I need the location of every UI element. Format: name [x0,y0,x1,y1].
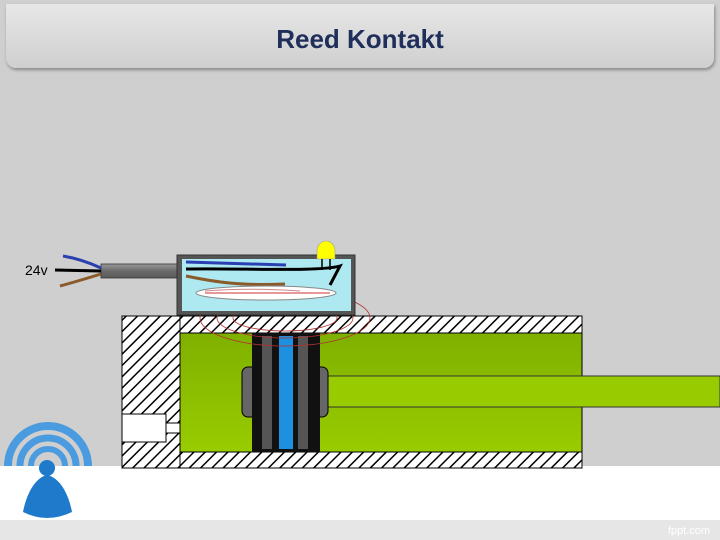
bottom-strip [0,466,720,522]
slide-title: Reed Kontakt [276,24,444,54]
piston-rod [325,375,720,408]
footer-brand: fppt.com [667,525,710,537]
internal-wire-black [185,263,343,286]
title-bar: Reed Kontakt [6,4,714,68]
wire-brown [59,272,102,288]
wire-blue [62,254,102,270]
internal-wire-brown [185,274,286,287]
piston-band-right [298,336,308,449]
cylinder-top-wall [121,315,583,334]
cylinder-end-cap [121,315,181,469]
voltage-label: 24v [25,262,48,278]
piston-band-left [262,336,272,449]
sensor-cable [54,254,182,288]
reed-sensor [176,254,356,316]
led-indicator-icon [316,240,336,270]
footer-bar: fppt.com [0,520,720,540]
wireless-signal-icon [4,422,92,518]
internal-wire-blue [185,260,287,267]
piston [241,333,329,452]
cylinder-bottom-wall [121,451,583,469]
air-port [121,413,181,443]
wire-black [54,268,102,273]
piston-magnet [279,336,293,449]
